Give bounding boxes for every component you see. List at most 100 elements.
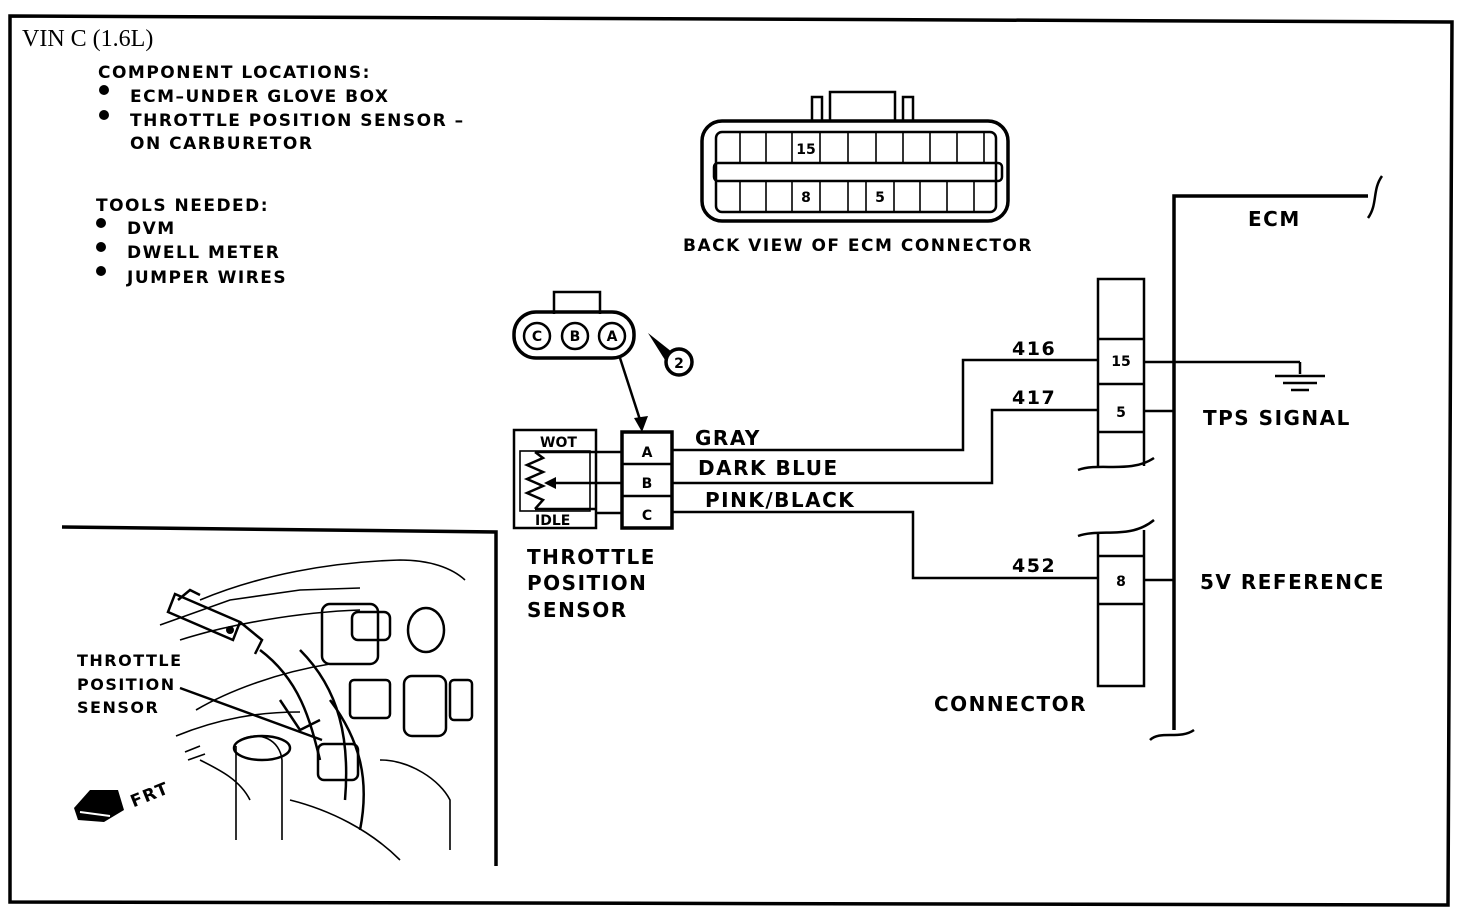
engine-sketch [259, 649, 365, 831]
connector-inner [714, 130, 998, 214]
throttle-position-sensor: WOT IDLE A B C THROTTLE POSITION SENSOR [512, 428, 674, 622]
connector-label: CONNECTOR [934, 692, 1087, 716]
ecm-pin-number: 8 [1116, 574, 1126, 590]
bullet-icon [99, 110, 109, 120]
engine-part [406, 606, 446, 654]
wiring: GRAY DARK BLUE PINK/BLACK 416 417 452 [672, 338, 1098, 580]
plug-pin-label: C [532, 329, 542, 345]
tps-name-line: SENSOR [527, 598, 628, 622]
tps-name-line: THROTTLE [527, 545, 656, 569]
tps-name-line: POSITION [527, 571, 647, 595]
callout-number: 2 [674, 356, 684, 372]
connector-pin-number: 8 [801, 190, 811, 206]
page-frame [8, 14, 1454, 907]
tps-signal-label: TPS SIGNAL [1203, 406, 1351, 430]
engine-part [232, 734, 292, 762]
engine-sensor-label: SENSOR [77, 698, 159, 717]
connector-pin-number: 5 [875, 190, 885, 206]
plug-pin-b [560, 321, 590, 351]
front-label: FRT [128, 779, 173, 813]
ecm-connector-lower [1096, 530, 1146, 688]
wire-color-label: GRAY [695, 426, 761, 450]
tps-plug: C B A 2 [512, 290, 694, 432]
wire-color-label: PINK/BLACK [705, 488, 855, 512]
engine-part [402, 674, 448, 738]
connector-break-icon [1077, 519, 1155, 538]
ecm-connector-upper [1096, 277, 1146, 466]
ecm-connector-back-view: 15 8 5 BACK VIEW OF ECM CONNECTOR [683, 90, 1033, 256]
callout-badge [664, 347, 694, 377]
engine-part [320, 602, 380, 666]
engine-sensor-label: THROTTLE [77, 651, 183, 670]
engine-sensor-label: POSITION [77, 675, 176, 694]
location-item: THROTTLE POSITION SENSOR – [130, 111, 465, 131]
engine-sensor-leader [179, 686, 323, 742]
engine-part [448, 678, 474, 722]
tps-wot-label: WOT [540, 435, 577, 451]
plug-body [512, 310, 636, 360]
tps-terminal-label: A [642, 445, 653, 461]
ground-icon [1275, 362, 1325, 392]
engine-sketch [159, 559, 466, 737]
tps-terminal-label: B [642, 476, 653, 492]
ecm-connector-caption: BACK VIEW OF ECM CONNECTOR [683, 236, 1033, 256]
tps-idle-label: IDLE [535, 513, 570, 529]
connector-pin-number: 15 [796, 142, 815, 158]
engine-sketch [199, 735, 451, 861]
tools-heading: TOOLS NEEDED: [96, 196, 269, 216]
ecm-outline [1172, 194, 1368, 730]
engine-part [350, 610, 392, 642]
tool-item: DVM [127, 219, 176, 239]
location-item: ECM–UNDER GLOVE BOX [130, 87, 390, 107]
page-title: VIN C (1.6L) [22, 26, 153, 52]
plug-latch [552, 290, 602, 314]
tps-body [512, 428, 598, 530]
connector-break-icon [1077, 456, 1155, 472]
tool-item: JUMPER WIRES [126, 268, 287, 288]
engine-part [348, 678, 392, 720]
inset-frame [61, 525, 498, 866]
tps-wiper-arrow-icon [544, 477, 556, 489]
connector-latch [810, 95, 824, 123]
bullet-icon [99, 85, 109, 95]
bullet-icon [96, 266, 106, 276]
ecm-label: ECM [1248, 207, 1301, 231]
circuit-number: 452 [1012, 555, 1056, 577]
ecm-block: ECM 15 5 8 TPS SIGNAL 5V REFERENCE CONNE… [934, 175, 1385, 741]
engine-view-inset: THROTTLE POSITION SENSOR FRT [61, 525, 498, 866]
locations-heading: COMPONENT LOCATIONS: [98, 63, 371, 83]
connector-divider [712, 161, 1004, 183]
circuit-number: 416 [1012, 338, 1056, 360]
connector-key [828, 90, 897, 121]
throttle-position-sensor-icon [166, 588, 264, 655]
five-v-reference-label: 5V REFERENCE [1200, 570, 1385, 594]
ecm-pin-number: 15 [1111, 354, 1130, 370]
wire-pink-black-452 [672, 510, 1098, 580]
ecm-break-icon [1366, 175, 1384, 219]
callout-pointer [648, 333, 672, 360]
bullet-icon [96, 242, 106, 252]
tps-terminal-block [620, 430, 674, 530]
location-item: ON CARBURETOR [130, 134, 313, 154]
tool-item: DWELL METER [127, 243, 280, 263]
ecm-pin-number: 5 [1116, 405, 1126, 421]
wire-gray-416 [672, 358, 1098, 452]
tps-resistor-icon [523, 451, 547, 510]
connector-bottom-cells [739, 181, 975, 212]
circuit-number: 417 [1012, 387, 1056, 409]
connector-top-cells [739, 132, 985, 163]
plug-pin-c [522, 321, 552, 351]
wire-dark-blue-417 [672, 408, 1098, 485]
component-locations: COMPONENT LOCATIONS: ECM–UNDER GLOVE BOX… [98, 63, 465, 154]
tools-needed: TOOLS NEEDED: DVM DWELL METER JUMPER WIR… [96, 196, 287, 288]
tps-terminal-label: C [642, 508, 652, 524]
plug-pointer-arrow-icon [634, 416, 648, 432]
connector-body [700, 119, 1010, 223]
front-arrow-icon [74, 745, 206, 822]
ecm-break-icon [1149, 728, 1195, 741]
bullet-icon [96, 218, 106, 228]
plug-pin-label: B [570, 329, 581, 345]
connector-latch [901, 95, 915, 123]
plug-pointer-line [618, 357, 644, 427]
